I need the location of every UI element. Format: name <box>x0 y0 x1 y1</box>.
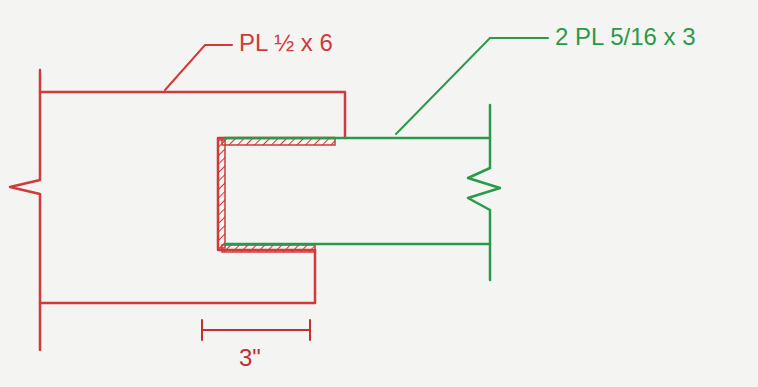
dimension-line <box>202 320 310 340</box>
fillet-welds <box>218 138 335 252</box>
dimension-label: 3" <box>236 345 264 371</box>
plate-label: PL ½ x 6 <box>236 30 336 56</box>
splice-plates <box>225 105 500 280</box>
main-plate <box>10 70 345 350</box>
leader-lines <box>165 45 232 90</box>
plate-label: 2 PL 5/16 x 3 <box>552 24 699 50</box>
leader-lines <box>396 38 548 134</box>
